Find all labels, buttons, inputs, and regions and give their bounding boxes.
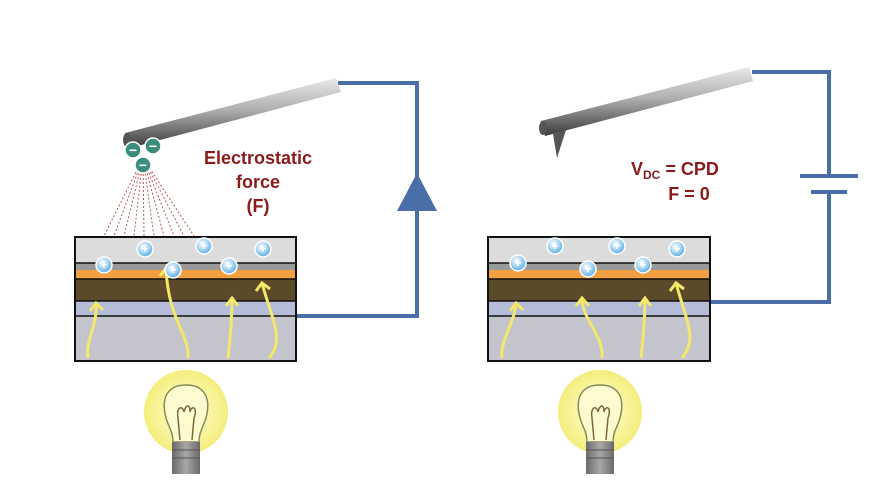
battery-icon [800, 174, 858, 194]
svg-text:−: − [129, 142, 137, 158]
svg-text:+: + [584, 262, 591, 276]
light-bulb-icon [144, 370, 228, 474]
tip-icon [553, 130, 566, 158]
brown-layer [75, 279, 296, 301]
left-light-rays [86, 265, 278, 359]
thin-gray-layer [488, 263, 710, 270]
blue-layer [488, 301, 710, 316]
surface-charge: + [195, 237, 213, 255]
cantilever-icon [125, 78, 341, 148]
surface-charge: + [95, 256, 113, 274]
right-wire-bottom [710, 192, 831, 304]
surface-charge: + [579, 260, 597, 278]
electrostatic-label-line2: force [236, 172, 280, 192]
light-bulb-icon [558, 370, 642, 474]
svg-text:+: + [200, 239, 207, 253]
svg-text:+: + [673, 242, 680, 256]
tip-charge: − [134, 156, 152, 174]
svg-text:+: + [100, 258, 107, 272]
surface-charge: + [668, 240, 686, 258]
svg-text:+: + [141, 242, 148, 256]
orange-layer [488, 270, 710, 279]
svg-text:+: + [551, 239, 558, 253]
svg-text:+: + [169, 263, 176, 277]
surface-charge: + [509, 254, 527, 272]
right-wire-top [752, 70, 831, 176]
vdc-equals-cpd-label: VDC = CPD [631, 159, 719, 182]
electrostatic-label-line3: (F) [247, 196, 270, 216]
surface-charge: + [546, 237, 564, 255]
cantilever-icon [541, 67, 753, 136]
surface-charge: + [220, 257, 238, 275]
thin-gray-layer [75, 263, 296, 270]
svg-text:−: − [139, 157, 147, 173]
orange-layer [75, 270, 296, 279]
surface-charge: + [608, 237, 626, 255]
surface-charge: + [254, 240, 272, 258]
svg-text:+: + [613, 239, 620, 253]
diode-arrow-icon [397, 173, 437, 211]
left-sample-stack [74, 236, 297, 362]
surface-charge: + [164, 261, 182, 279]
right-panel: VDC = CPD F = 0 [487, 67, 858, 474]
svg-text:+: + [225, 259, 232, 273]
svg-text:−: − [149, 138, 157, 154]
cantilever-end [539, 121, 547, 135]
svg-text:+: + [514, 256, 521, 270]
svg-text:+: + [639, 258, 646, 272]
tip-charge: − [144, 137, 162, 155]
electrostatic-label-line1: Electrostatic [204, 148, 312, 168]
force-zero-label: F = 0 [668, 184, 710, 204]
surface-charge: + [136, 240, 154, 258]
right-surface-charges: + + + + + + [509, 237, 686, 278]
blue-layer [75, 301, 296, 316]
svg-text:+: + [259, 242, 266, 256]
tip-charges: − − − [124, 137, 162, 174]
tip-charge: − [124, 141, 142, 159]
left-surface-charges: + + + + + + [95, 237, 272, 279]
surface-charge: + [634, 256, 652, 274]
right-light-rays [500, 280, 692, 359]
brown-layer [488, 279, 710, 301]
left-wire [296, 81, 419, 318]
left-panel: − − − Electrostatic force (F) [74, 78, 437, 474]
